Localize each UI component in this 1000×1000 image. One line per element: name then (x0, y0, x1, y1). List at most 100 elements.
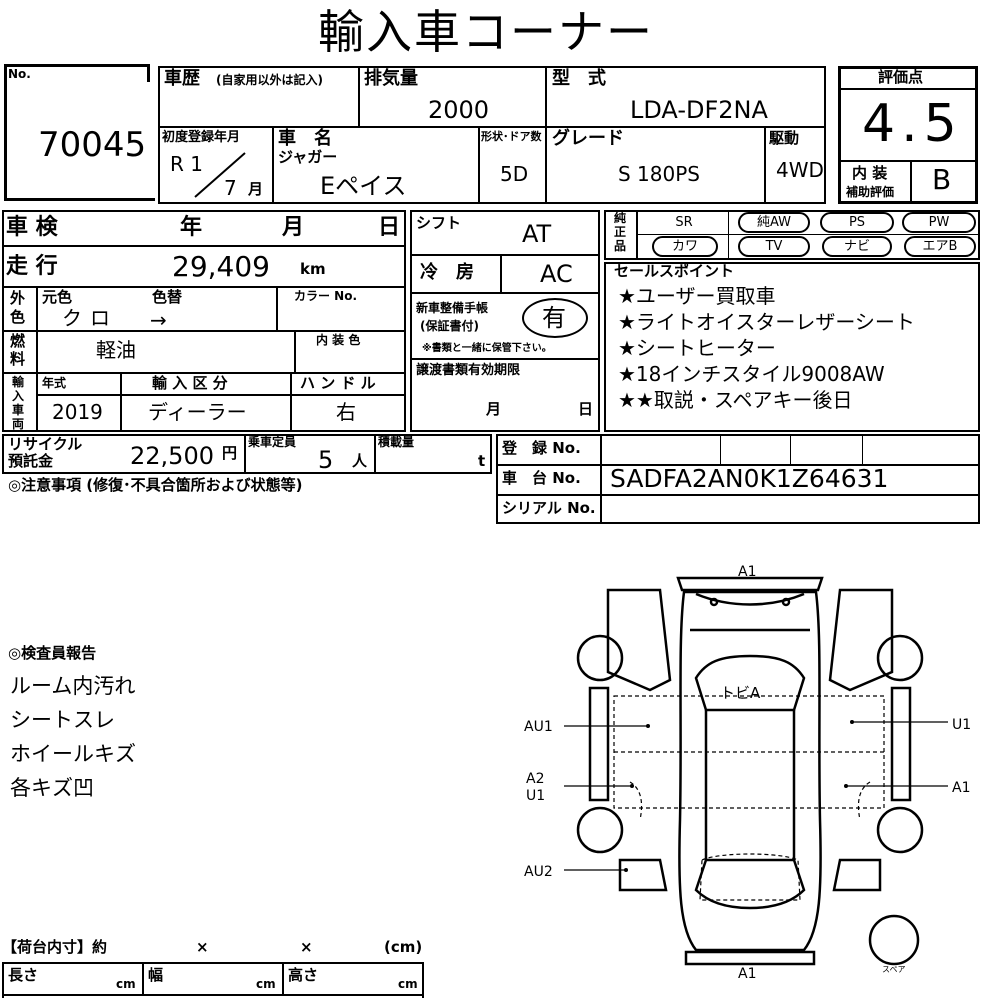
cargo-length-label: 長さ (8, 966, 39, 984)
registration-frame (496, 434, 980, 524)
warranty-circle (522, 298, 588, 338)
equipment-side-2: 正 (614, 225, 627, 239)
recycle-label: リサイクル (8, 435, 83, 453)
fuel-side-2: 料 (10, 350, 26, 368)
recycle-value: 22,500 (130, 442, 214, 470)
equipment-ps: PS (820, 212, 894, 233)
mileage-unit: km (300, 260, 326, 278)
mark-left-rear-b: U1 (526, 788, 545, 804)
handle-label: ハ ン ド ル (300, 374, 376, 392)
first-reg-slash (194, 152, 246, 198)
inspector-line-3: ホイールキズ (10, 742, 136, 766)
interior-color-label: 内 装 色 (316, 333, 361, 347)
cargo-x1: × (196, 938, 209, 956)
stock-number-frame (4, 64, 155, 201)
inspection-month: 月 (282, 215, 305, 240)
load-label: 積載量 (378, 435, 415, 449)
chassis-value: SADFA2AN0K1Z64631 (610, 464, 889, 493)
sales-point-4: ★18インチスタイル9008AW (618, 362, 885, 386)
inspector-label: ◎検査員報告 (8, 644, 97, 662)
sales-point-2: ★ライトオイスターレザーシート (618, 310, 915, 334)
history-label: 車歴 (164, 68, 200, 89)
equipment-tv: TV (738, 236, 810, 257)
top-form-frame (158, 66, 826, 204)
car-damage-diagram: A1 トビA AU1 A2 U1 AU2 U1 A1 A1 スペア (524, 564, 971, 980)
handle-value: 右 (336, 400, 356, 424)
history-note: (自家用以外は記入) (216, 73, 323, 87)
original-color-value: クロ (62, 306, 118, 330)
displacement-label: 排気量 (364, 68, 418, 89)
fuel-value: 軽油 (96, 338, 136, 362)
car-name-label: 車 名 (278, 128, 332, 149)
middle-left-frame (2, 210, 406, 432)
sales-points-frame (604, 262, 980, 432)
first-reg-era: R 1 (170, 152, 203, 176)
model-label: 型 式 (552, 68, 606, 89)
mileage-label: 走 行 (6, 254, 58, 279)
cargo-unit: (cm) (384, 938, 423, 956)
sales-point-3: ★シートヒーター (618, 336, 776, 360)
middle-center-frame (410, 210, 600, 432)
body-label: 形状･ドア数 (481, 130, 542, 143)
first-reg-month: 7 (224, 176, 237, 200)
import-year-value: 2019 (52, 400, 103, 424)
score-value: 4.5 (862, 94, 963, 154)
registration-label: 登 録 No. (502, 439, 581, 457)
shift-label: シフト (416, 214, 462, 232)
cargo-label: 【荷台内寸】約 (2, 938, 108, 956)
grade-value: S 180PS (618, 162, 700, 186)
stock-number: 70045 (38, 125, 147, 165)
warranty-sublabel: (保証書付) (420, 319, 479, 333)
sales-point-5: ★★取説・スペアキー後日 (618, 388, 853, 412)
first-reg-month-unit: 月 (248, 180, 264, 198)
import-type-value: ディーラー (148, 400, 247, 424)
inspection-year: 年 (180, 215, 203, 240)
car-maker: ジャガー (278, 148, 338, 166)
mark-left-front: AU1 (524, 719, 553, 735)
capacity-label: 乗車定員 (248, 435, 297, 449)
original-color-label: 元色 (42, 288, 73, 306)
inspection-day: 日 (378, 215, 401, 240)
cargo-table (2, 962, 424, 998)
spare-label: スペア (882, 965, 905, 974)
stock-number-label: No. (8, 67, 31, 81)
transfer-month: 月 (486, 400, 502, 418)
capacity-value: 5 (318, 446, 334, 474)
equipment-side-1: 純 (614, 211, 627, 225)
import-type-label: 輸 入 区 分 (152, 374, 228, 392)
equipment-aw: 純AW (738, 212, 810, 233)
recycle-sublabel: 預託金 (8, 452, 54, 470)
score-label: 評価点 (878, 68, 924, 86)
inspector-line-4: 各キズ凹 (10, 776, 94, 800)
fuel-side-1: 燃 (10, 332, 26, 350)
inspection-label: 車 検 (6, 215, 58, 240)
recycle-unit: 円 (222, 444, 238, 462)
mileage-value: 29,409 (172, 250, 270, 283)
mark-rear: A1 (738, 966, 756, 980)
aircon-label: 冷 房 (420, 262, 474, 283)
mark-left-rear-a: A2 (526, 771, 544, 787)
equipment-navi: ナビ (822, 236, 892, 257)
transfer-label: 譲渡書類有効期限 (416, 363, 521, 378)
shift-value: AT (522, 220, 552, 248)
equipment-sr: SR (675, 215, 693, 230)
cargo-length-unit: cm (116, 977, 136, 991)
serial-label: シリアル No. (502, 499, 596, 517)
sales-point-1: ★ユーザー買取車 (618, 284, 776, 308)
cargo-height-unit: cm (398, 977, 418, 991)
repaint-arrow: → (150, 308, 167, 332)
score-box (838, 66, 978, 204)
grade-label: グレード (552, 128, 624, 149)
import-year-label: 年式 (42, 376, 67, 390)
drive-value: 4WD (776, 158, 824, 182)
color-no-label: カラー No. (294, 289, 358, 303)
import-side-1: 輸 (12, 375, 25, 389)
mark-front: A1 (738, 564, 756, 580)
inspector-line-2: シートスレ (10, 708, 115, 732)
interior-score-value: B (932, 163, 952, 196)
page-title: 輸入車コーナー (318, 5, 654, 59)
import-side-3: 車 (12, 403, 25, 417)
cargo-width-unit: cm (256, 977, 276, 991)
interior-score-label: 内 装 (852, 164, 888, 182)
repaint-label: 色替 (152, 288, 183, 306)
